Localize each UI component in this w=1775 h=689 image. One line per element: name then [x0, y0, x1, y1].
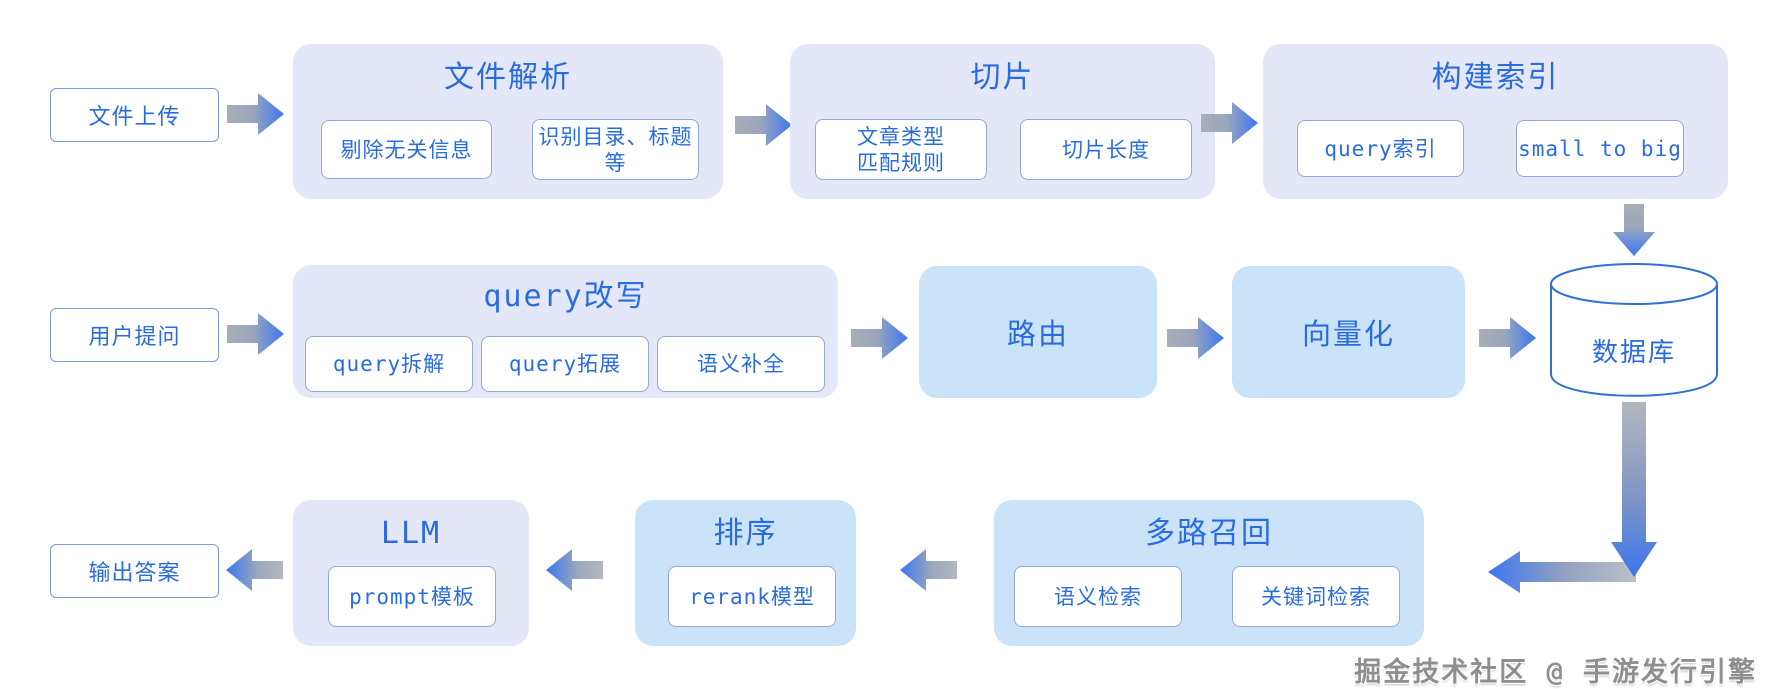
node-user-question-label: 用户提问 [88, 325, 181, 350]
group-query-rewrite-title: query改写 [483, 279, 648, 314]
sub-chunk-length: 切片长度 [1020, 119, 1192, 180]
arrow-right-icon [1479, 317, 1536, 359]
database-cylinder-icon [1550, 263, 1718, 397]
node-output-answer: 输出答案 [50, 544, 219, 598]
arrow-down-icon [1613, 204, 1655, 256]
arrow-right-icon [735, 104, 792, 146]
group-rank-title: 排序 [713, 516, 778, 551]
arrow-right-icon [1167, 317, 1224, 359]
sub-prompt-template: prompt模板 [328, 566, 496, 627]
sub-rerank-model: rerank模型 [668, 566, 836, 627]
node-vectorize: 向量化 [1232, 266, 1465, 398]
group-chunking-title: 切片 [970, 60, 1035, 95]
node-output-answer-label: 输出答案 [88, 561, 181, 586]
watermark: 掘金技术社区 @ 手游发行引擎 [1354, 657, 1757, 688]
group-build-index-title: 构建索引 [1431, 60, 1560, 95]
arrow-right-icon [851, 317, 908, 359]
sub-semantic-complete: 语义补全 [657, 336, 825, 392]
sub-small-to-big: small to big [1516, 120, 1684, 177]
node-vectorize-label: 向量化 [1301, 317, 1395, 351]
arrow-left-icon [1488, 551, 1636, 593]
sub-query-expand: query拓展 [481, 336, 649, 392]
arrow-down-icon [1611, 402, 1657, 577]
sub-keyword-search: 关键词检索 [1232, 566, 1400, 627]
arrow-right-icon [227, 313, 284, 355]
node-database: 数据库 [1548, 260, 1720, 400]
arrow-left-icon [546, 549, 603, 591]
node-file-upload-label: 文件上传 [88, 105, 181, 130]
group-multi-recall-title: 多路召回 [1145, 516, 1273, 551]
node-router-label: 路由 [1006, 317, 1069, 351]
sub-article-type-rules: 文章类型 匹配规则 [815, 119, 987, 180]
group-llm-title: LLM [380, 516, 442, 551]
arrow-right-icon [1201, 102, 1258, 144]
node-file-upload: 文件上传 [50, 88, 219, 142]
node-database-label: 数据库 [1591, 338, 1676, 368]
sub-query-decompose: query拆解 [305, 336, 473, 392]
arrow-right-icon [227, 93, 284, 135]
sub-semantic-search: 语义检索 [1014, 566, 1182, 627]
arrow-left-icon [226, 549, 283, 591]
sub-detect-toc-title: 识别目录、标题 等 [532, 119, 699, 180]
sub-remove-irrelevant: 剔除无关信息 [321, 120, 492, 179]
arrow-left-icon [900, 549, 957, 591]
node-user-question: 用户提问 [50, 308, 219, 362]
group-file-parse-title: 文件解析 [444, 60, 572, 95]
sub-query-index: query索引 [1297, 120, 1464, 177]
node-router: 路由 [919, 266, 1157, 398]
